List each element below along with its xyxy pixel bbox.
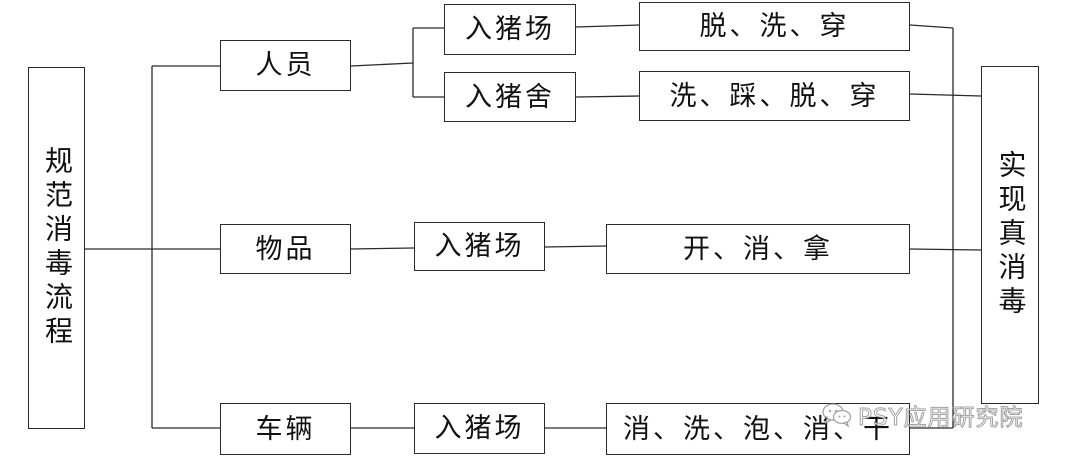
people-house-steps-label: 洗、踩、脱、穿 — [669, 80, 880, 112]
wechat-icon — [822, 403, 852, 428]
people-farm-steps-label: 脱、洗、穿 — [699, 11, 850, 42]
people-house-steps-node: 洗、踩、脱、穿 — [639, 71, 910, 121]
start-node: 规范消毒流程 — [28, 67, 85, 429]
vehicles-entry-label: 入猪场 — [434, 413, 525, 444]
vehicles-node: 车辆 — [220, 403, 351, 455]
goods-steps-label: 开、消、拿 — [683, 233, 833, 265]
goods-entry-label: 入猪场 — [434, 231, 525, 262]
vehicles-node-label: 车辆 — [255, 413, 316, 445]
connector-goods-entry — [350, 247, 415, 250]
connector-farm-steps — [575, 24, 640, 28]
connector-from-goods-steps — [909, 248, 982, 251]
connector-people-out — [350, 62, 414, 67]
people-house-entry-node: 入猪舍 — [444, 72, 576, 122]
connector-from-farm-steps — [909, 24, 954, 29]
people-farm-entry-label: 入猪场 — [465, 14, 555, 45]
connector-from-house-steps — [909, 93, 982, 97]
goods-node-label: 物品 — [255, 233, 316, 265]
connector-house-steps — [575, 95, 640, 98]
people-farm-steps-node: 脱、洗、穿 — [639, 2, 910, 51]
start-node-label: 规范消毒流程 — [40, 146, 74, 350]
goods-entry-node: 入猪场 — [414, 222, 545, 271]
end-node-label: 实现真消毒 — [994, 150, 1028, 320]
watermark-text: PSY应用研究院 — [858, 405, 1024, 432]
people-farm-entry-node: 入猪场 — [444, 4, 576, 55]
watermark: PSY应用研究院 — [822, 398, 1024, 432]
goods-node: 物品 — [220, 224, 351, 274]
connector-goods-steps — [544, 245, 607, 248]
people-node-label: 人员 — [255, 50, 316, 81]
goods-steps-node: 开、消、拿 — [606, 224, 910, 274]
people-house-entry-label: 入猪舍 — [465, 81, 555, 113]
end-node: 实现真消毒 — [981, 66, 1039, 404]
people-node: 人员 — [220, 40, 351, 91]
vehicles-entry-node: 入猪场 — [414, 403, 545, 454]
